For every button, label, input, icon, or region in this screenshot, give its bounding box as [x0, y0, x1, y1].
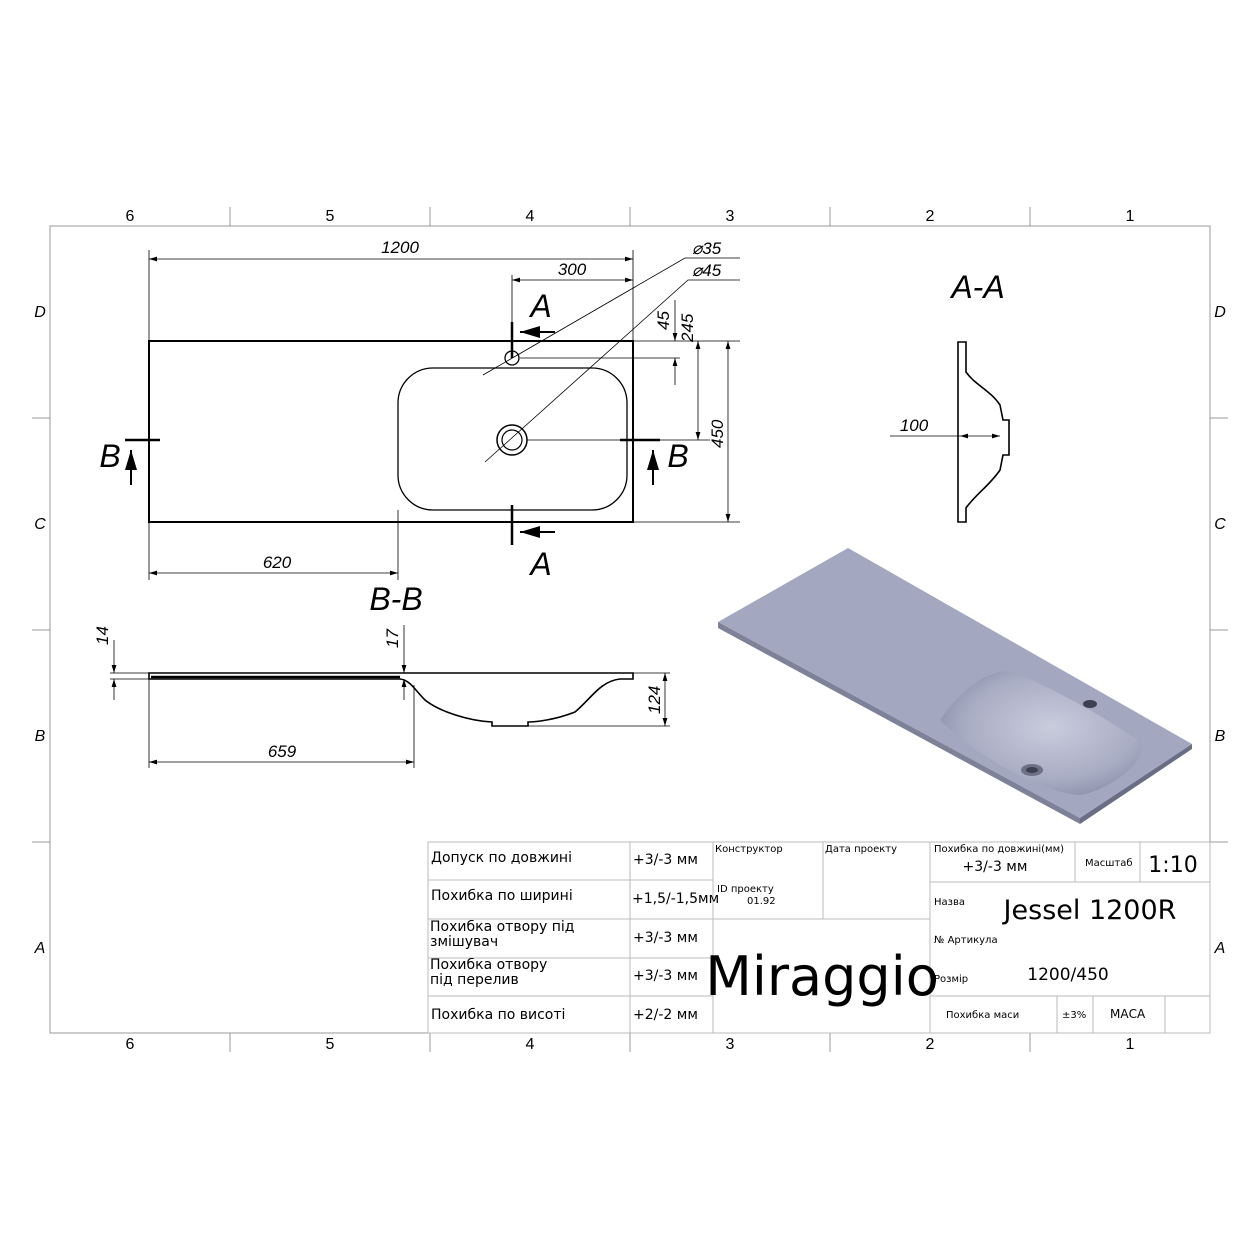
- title-block: Допуск по довжині +3/-3 мм Похибка по ши…: [427, 841, 1211, 1034]
- dim-offset: 659: [268, 742, 297, 761]
- zone-label: 3: [726, 1036, 735, 1053]
- sink-3d-render: [718, 548, 1192, 824]
- dia-tap-label: ⌀35: [692, 239, 722, 258]
- length-tol-label: Похибка по довжині(мм): [934, 843, 1064, 855]
- dim-aa-depth: 100: [900, 416, 929, 435]
- zone-labels-bottom: 6 5 4 3 2 1: [126, 1036, 1135, 1053]
- row-value: +3/-3 мм: [633, 852, 698, 868]
- zone-label: 5: [326, 208, 335, 225]
- zone-label: 3: [726, 208, 735, 225]
- svg-text:B: B: [99, 438, 120, 474]
- svg-text:A: A: [528, 288, 551, 324]
- name-label: Назва: [934, 897, 965, 908]
- zone-label: 1: [1126, 1036, 1135, 1053]
- mass-tol: ±3%: [1062, 1010, 1086, 1021]
- scale-label: Масштаб: [1085, 858, 1133, 869]
- dim-drain-edge: 245: [678, 313, 697, 343]
- zone-label: 2: [926, 208, 935, 225]
- section-a-marker: A A: [510, 288, 555, 582]
- row-value: +2/-2 мм: [633, 1007, 698, 1023]
- zone-label: C: [34, 516, 46, 533]
- zone-label: B: [1215, 728, 1226, 745]
- zone-label: 6: [126, 1036, 135, 1053]
- product-name: Jessel 1200R: [1002, 895, 1177, 926]
- tolerance-table: Допуск по довжині +3/-3 мм Похибка по ши…: [430, 850, 719, 1023]
- svg-text:B: B: [667, 438, 688, 474]
- dim-tap-edge: 45: [654, 311, 673, 330]
- row-value: +3/-3 мм: [633, 930, 698, 946]
- scale-value: 1:10: [1148, 853, 1197, 878]
- zone-label: 2: [926, 1036, 935, 1053]
- section-bb-view: B-B 14 17 124 659: [93, 581, 670, 768]
- dim-depth: 124: [645, 686, 664, 714]
- zone-labels-top: 6 5 4 3 2 1: [126, 208, 1135, 225]
- zone-label: C: [1214, 516, 1226, 533]
- basin-bowl: [940, 671, 1142, 795]
- dim-thickness: 14: [93, 626, 112, 645]
- section-aa-view: A-A 100: [890, 269, 1010, 523]
- zone-label: 4: [526, 208, 535, 225]
- length-tol: +3/-3 мм: [963, 859, 1028, 875]
- article-label: № Артикула: [934, 935, 998, 946]
- svg-text:A: A: [528, 546, 551, 582]
- brand-logo: Miraggio: [705, 945, 938, 1008]
- project-id-label: ID проекту: [717, 884, 774, 895]
- section-bb-title: B-B: [369, 581, 422, 617]
- row-label: Похибка по висоті: [431, 1007, 565, 1023]
- mass-label: МАСА: [1110, 1007, 1146, 1021]
- mass-tol-label: Похибка маси: [946, 1010, 1019, 1021]
- dim-width: 450: [708, 419, 727, 448]
- row-value: +3/-3 мм: [633, 968, 698, 984]
- date-label: Дата проекту: [825, 844, 897, 855]
- section-b-marker: B B: [99, 438, 689, 485]
- zone-label: 4: [526, 1036, 535, 1053]
- dim-left-to-basin: 620: [263, 553, 292, 572]
- zone-label: 1: [1126, 208, 1135, 225]
- zone-label: D: [1214, 304, 1226, 321]
- row-label: Допуск по довжині: [431, 850, 572, 866]
- dia-drain-label: ⌀45: [692, 261, 722, 280]
- zone-label: A: [34, 940, 46, 957]
- zone-label: B: [35, 728, 46, 745]
- row-value: +1,5/-1,5мм: [632, 891, 719, 907]
- dim-basin-lip: 17: [383, 629, 402, 648]
- zone-labels-side: D C B A D C B A: [34, 304, 1227, 957]
- designer-label: Конструктор: [715, 844, 783, 855]
- top-view: 1200 300 45 245 450 620 ⌀35 ⌀45 A A B B: [99, 238, 740, 582]
- row-label: Похибка отвору під перелив: [430, 958, 548, 988]
- zone-label: D: [34, 304, 46, 321]
- size-label: Розмір: [934, 973, 968, 985]
- zone-label: A: [1214, 940, 1226, 957]
- size-value: 1200/450: [1027, 965, 1108, 985]
- row-label: Похибка по ширині: [431, 888, 573, 904]
- zone-label: 6: [126, 208, 135, 225]
- dim-tap-offset: 300: [558, 260, 587, 279]
- zone-label: 5: [326, 1036, 335, 1053]
- row-label: Похибка отвору під змішувач: [430, 920, 575, 950]
- project-id: 01.92: [747, 896, 776, 907]
- dim-length: 1200: [381, 238, 419, 257]
- section-aa-title: A-A: [949, 269, 1004, 305]
